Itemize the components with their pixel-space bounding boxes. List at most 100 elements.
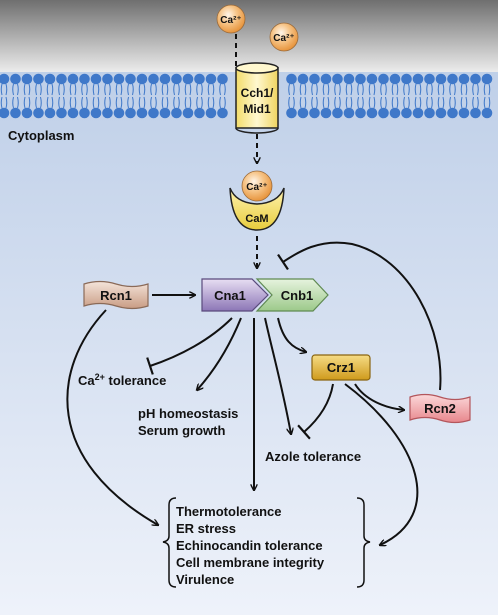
calcium-ion-label: Ca²⁺	[246, 182, 267, 193]
lipid-tail	[322, 96, 325, 109]
bracket-item: ER stress	[176, 521, 236, 536]
cna1-node: Cna1	[201, 278, 269, 312]
lipid-head	[102, 73, 113, 85]
lipid-head	[332, 107, 343, 119]
lipid-tail	[46, 83, 49, 96]
lipid-head	[171, 73, 182, 85]
lipid-head	[56, 73, 67, 85]
lipid-tail	[449, 83, 451, 96]
lipid-tail	[477, 96, 479, 109]
crz1-to-rcn2	[354, 383, 404, 410]
calmodulin: CaM	[229, 187, 285, 231]
lipid-head	[194, 73, 205, 85]
lipid-tail	[431, 83, 433, 96]
lipid-head	[286, 73, 297, 85]
lipid-tail	[293, 96, 295, 109]
lipid-head	[67, 73, 79, 85]
lipid-tail	[58, 96, 60, 109]
lipid-tail	[120, 83, 123, 96]
lipid-tail	[138, 83, 141, 96]
lipid-head	[182, 73, 194, 85]
lipid-tail	[86, 83, 88, 96]
lipid-tail	[196, 83, 198, 96]
crz1-inhibits-azole	[297, 383, 334, 440]
lipid-tail	[224, 96, 226, 109]
lipid-head	[44, 73, 56, 85]
lipid-tail	[212, 96, 215, 109]
lipid-tail	[92, 96, 95, 109]
cytoplasm-label: Cytoplasm	[8, 128, 74, 143]
lipid-tail	[293, 83, 295, 96]
lipid-tail	[23, 96, 26, 109]
lipid-tail	[339, 96, 341, 109]
lipid-tail	[201, 83, 203, 96]
lipid-tail	[373, 83, 376, 96]
lipid-tail	[368, 83, 371, 96]
lipid-head	[481, 107, 493, 119]
lipid-tail	[28, 96, 31, 109]
lipid-head	[125, 107, 136, 119]
lipid-tail	[143, 83, 146, 96]
lipid-tail	[207, 83, 210, 96]
lipid-tail	[173, 96, 175, 109]
lipid-tail	[132, 96, 134, 109]
lipid-tail	[86, 96, 88, 109]
lipid-tail	[97, 83, 100, 96]
lipid-tail	[385, 96, 387, 109]
lipid-tail	[311, 96, 313, 109]
lipid-tail	[414, 96, 417, 109]
lipid-head	[90, 73, 102, 85]
cam-label: CaM	[245, 213, 268, 225]
lipid-tail	[396, 83, 399, 96]
calcineurin-to-crz1	[277, 317, 306, 352]
lipid-head	[159, 107, 171, 119]
lipid-tail	[150, 96, 152, 109]
lipid-head	[10, 107, 21, 119]
lipid-tail	[5, 83, 8, 96]
lipid-tail	[477, 83, 479, 96]
lipid-tail	[161, 83, 164, 96]
lipid-tail	[178, 83, 180, 96]
lipid-head	[309, 73, 320, 85]
lipid-tail	[483, 96, 486, 109]
lipid-tail	[460, 96, 463, 109]
lipid-tail	[362, 96, 364, 109]
bracket-item: Cell membrane integrity	[176, 555, 325, 570]
lipid-head	[447, 107, 458, 119]
calcineurin-to-ph-homeostasis	[197, 317, 242, 390]
lipid-tail	[460, 83, 463, 96]
lipid-tail	[63, 96, 65, 109]
lipid-tail	[334, 83, 336, 96]
cell-membrane	[0, 73, 493, 119]
lipid-tail	[350, 83, 353, 96]
lipid-head	[378, 73, 389, 85]
channel-label-line1: Cch1/	[241, 86, 274, 100]
calcineurin-to-azole	[264, 317, 291, 434]
lipid-head	[343, 107, 355, 119]
lipid-tail	[23, 83, 26, 96]
lipid-tail	[132, 83, 134, 96]
lipid-tail	[173, 83, 175, 96]
lipid-head	[481, 73, 493, 85]
lipid-tail	[51, 96, 54, 109]
ph-homeostasis-label: pH homeostasis	[138, 406, 238, 421]
lipid-head	[401, 107, 412, 119]
lipid-head	[125, 73, 136, 85]
lipid-head	[470, 107, 481, 119]
lipid-tail	[5, 96, 8, 109]
right-brace	[356, 497, 371, 588]
rcn2-node: Rcn2	[409, 393, 471, 424]
lipid-tail	[431, 96, 433, 109]
lipid-head	[389, 73, 401, 85]
lipid-tail	[35, 96, 37, 109]
bracket-item: Thermotolerance	[176, 504, 281, 519]
ca-tolerance-label: Ca2+ tolerance	[78, 372, 166, 388]
lipid-tail	[35, 83, 37, 96]
lipid-tail	[166, 83, 169, 96]
left-brace	[162, 497, 177, 588]
lipid-head	[113, 73, 125, 85]
lipid-tail	[373, 96, 376, 109]
lipid-tail	[63, 83, 65, 96]
lipid-head	[10, 73, 21, 85]
